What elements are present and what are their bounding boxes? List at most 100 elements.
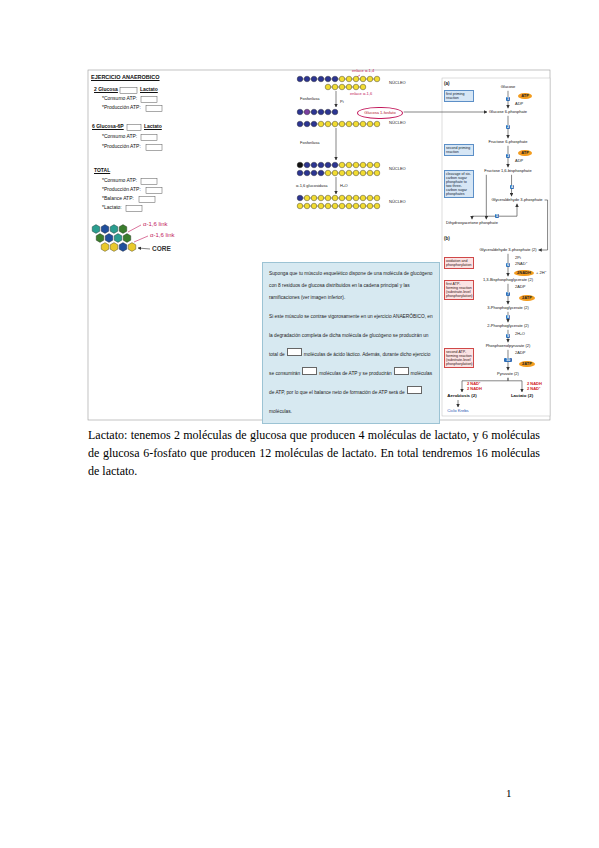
annotation-box: second priming reaction [444, 144, 474, 156]
node-label: Lactato (2) [511, 393, 533, 398]
node-label: Pyruvate (2) [497, 372, 519, 377]
glucose-hexagon [110, 243, 118, 252]
step-number: 9 [506, 334, 511, 339]
exercise-heading: Lactato [144, 124, 162, 130]
node-label: Fructose 1,6-bisphosphate [484, 169, 531, 174]
glucose-residue [339, 203, 345, 209]
glycolysis-panel [442, 78, 550, 416]
energy-ellipse: 2ATP [519, 295, 535, 302]
exercise-field: *Producción ATP: [102, 144, 141, 150]
glucose-residue [304, 170, 310, 176]
reaction-arrow [508, 116, 509, 138]
annotation-box: oxidation and phosphorylation [444, 257, 474, 269]
glucose-residue [353, 76, 359, 82]
glucose-residue [311, 195, 317, 201]
glucose-residue [332, 84, 338, 90]
cofactor-label: 2ADP [515, 285, 525, 290]
panel-tag: (b) [444, 236, 450, 241]
glucose-residue [367, 170, 373, 176]
metabolite: 1,3-Bisphosphoglycerate (2) [482, 277, 534, 283]
glucose-residue [311, 170, 317, 176]
glucose-hexagon [110, 225, 118, 234]
core-label: NÚCLEO [389, 121, 406, 126]
answer-box [127, 125, 141, 131]
question-text: moléculas de ATP y se producirán [319, 371, 391, 376]
answer-blank [407, 386, 422, 394]
metabolite: 3-Phosphoglycerate (2) [486, 305, 530, 311]
answer-box [141, 97, 157, 103]
cofactor-label: 2 NAD⁺ [527, 387, 540, 392]
node-label: Glyceraldehyde 3-phosphate (2) [479, 248, 536, 253]
metabolite: Glyceraldehyde 3-phosphate (2) [478, 247, 537, 253]
reaction-arrow [336, 177, 337, 194]
glucose-residue [332, 170, 338, 176]
glucose-residue [360, 203, 366, 209]
core-arrow [138, 248, 150, 249]
node-label: 5 [496, 214, 498, 218]
node-label: 1,3-Bisphosphoglycerate (2) [483, 278, 533, 283]
node-label: Glucosa 1-fosfato [364, 111, 395, 116]
cofactor-label: 2H₂O [515, 332, 525, 337]
annotation-box: second ATP-forming reaction (substrate-l… [444, 348, 474, 369]
cofactor-label: 2 NAD⁺ [467, 382, 480, 387]
glucose-residue [297, 109, 303, 115]
node-label: ATP [521, 94, 529, 99]
reaction-arrow [508, 378, 522, 392]
energy-ellipse: 2ATP [519, 361, 535, 368]
glucose-residue [353, 162, 359, 168]
answer-blank [302, 367, 317, 375]
enzyme-label: Fosforilasa [300, 97, 320, 102]
cofactor-label: 2 NADH [467, 387, 482, 392]
node-label: second ATP-forming reaction (substrate-l… [446, 350, 472, 367]
glucose-residue [325, 170, 331, 176]
reaction-arrow [507, 284, 508, 304]
glucose-residue [325, 195, 331, 201]
leader-line [128, 225, 141, 232]
reaction-arrow [336, 128, 337, 160]
node-label: Glucose 6-phosphate [489, 110, 527, 115]
leader-line [134, 236, 148, 242]
metabolite: Pyruvate (2) [496, 371, 520, 377]
question-box: Suponga que tu músculo esquelético dispo… [262, 262, 440, 424]
node-label: 3-Phosphoglycerate (2) [487, 306, 529, 311]
enzyme-label: α-1,6 glucosidasa [296, 184, 327, 189]
glucose-residue [367, 203, 373, 209]
glucose-residue [318, 76, 324, 82]
step-number: 6 [506, 263, 511, 268]
node-label: 2 [507, 125, 509, 129]
glucose-residue [311, 121, 317, 127]
answer-box [141, 135, 157, 141]
reaction-arrow [472, 204, 517, 219]
core-label: NÚCLEO [389, 167, 406, 172]
node-label: 2-Phosphoglycerate (2) [487, 324, 529, 329]
node-label: cleavage of six-carbon sugar phosphate t… [446, 172, 472, 197]
energy-ellipse: 2NADH [514, 270, 534, 277]
answer-box [146, 106, 162, 112]
glycogen-icon [92, 225, 136, 252]
glucose-residue [346, 162, 352, 168]
metabolite: Phosphoenolpyruvate (2) [485, 343, 532, 349]
product-ellipse: Glucosa 1-fosfato [357, 107, 402, 120]
glucose-residue [297, 195, 303, 201]
step-number: 10 [504, 358, 511, 363]
answer-blank [287, 348, 302, 356]
node-label: 2NADH [517, 271, 531, 276]
metabolite: Glucose 6-phosphate [488, 109, 528, 115]
exercise-heading: 6 Glucosa-6P [92, 124, 124, 130]
glucose-residue [367, 195, 373, 201]
glucose-residue [346, 84, 352, 90]
glucose-residue [374, 170, 380, 176]
reaction-arrow [507, 312, 508, 322]
step-number: 2 [506, 125, 511, 130]
metabolite: 2-Phosphoglycerate (2) [486, 323, 530, 329]
reaction-arrow [539, 200, 548, 250]
answer-box [141, 179, 157, 185]
exercise-title: EJERCICIO ANAEROBICO [91, 74, 160, 80]
glucose-residue [318, 121, 324, 127]
node-label: 6 [507, 263, 509, 267]
node-label: Glyceraldehyde 3-phosphate [491, 198, 542, 203]
glucose-hexagon [119, 225, 127, 234]
node-label: oxidation and phosphorylation [446, 259, 472, 267]
glucose-residue [353, 84, 359, 90]
node-label: 2ATP [522, 362, 532, 367]
